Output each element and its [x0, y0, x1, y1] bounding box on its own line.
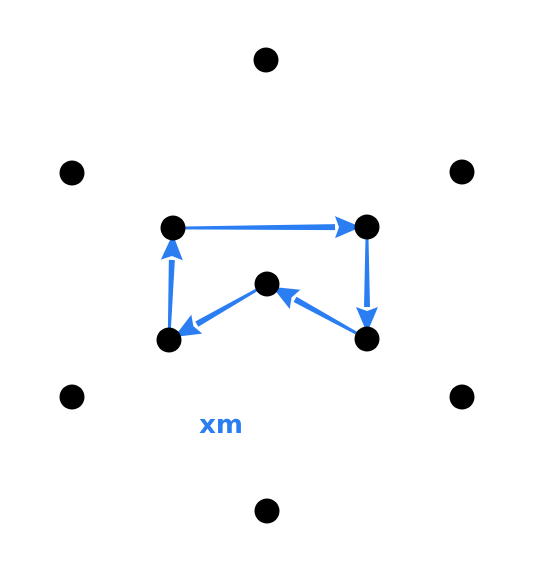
arrowhead — [174, 314, 203, 338]
arrow-shaft — [364, 231, 370, 307]
dot-inner-top-right — [354, 214, 380, 240]
arrow-inner-top-left-to-inner-top-right — [176, 216, 362, 239]
arrowhead — [334, 216, 362, 239]
arrow-inner-top-right-to-inner-bottom-right — [356, 231, 378, 333]
arrow-inner-bottom-left-to-inner-top-left — [160, 233, 183, 337]
arrows-layer — [160, 216, 378, 339]
arrow-inner-bottom-right-to-center — [272, 286, 365, 339]
dot-center — [254, 271, 280, 297]
dot-inner-top-left — [160, 215, 186, 241]
dot-upper-right — [449, 159, 475, 185]
arrowhead — [272, 286, 301, 310]
dot-top — [253, 47, 279, 73]
arrow-shaft — [195, 284, 265, 327]
arrow-shaft — [167, 259, 175, 337]
dot-upper-left — [59, 160, 85, 186]
arrowhead — [160, 233, 183, 261]
dot-lower-left — [59, 384, 85, 410]
dot-lower-right — [449, 384, 475, 410]
arrow-shaft — [176, 224, 336, 231]
dot-bottom — [254, 498, 280, 524]
dots-layer — [59, 47, 475, 524]
arrowhead — [356, 307, 378, 333]
diagram-label: xm — [199, 410, 243, 440]
arrow-center-to-inner-bottom-left — [174, 284, 265, 338]
arrow-shaft — [293, 296, 365, 339]
dot-inner-bottom-right — [354, 326, 380, 352]
dot-inner-bottom-left — [156, 327, 182, 353]
